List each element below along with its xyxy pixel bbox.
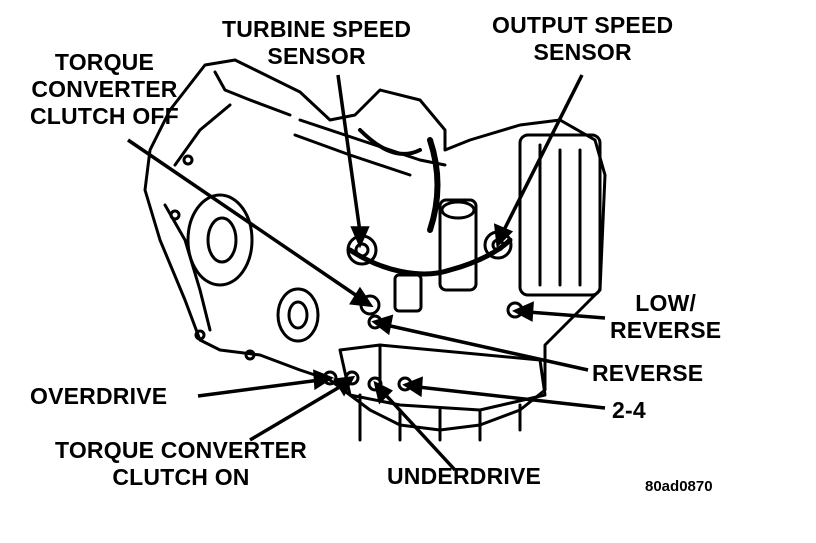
leader-overdrive bbox=[197, 378, 321, 398]
label-line: OUTPUT SPEED bbox=[492, 12, 674, 38]
label-underdrive: UNDERDRIVE bbox=[387, 463, 542, 489]
label-line: SENSOR bbox=[533, 39, 632, 65]
label-line: SENSOR bbox=[267, 43, 366, 69]
bellhousing-rib bbox=[173, 103, 232, 167]
label-turbine-speed-sensor: TURBINE SPEED SENSOR bbox=[222, 16, 411, 70]
label-line: TORQUE bbox=[54, 49, 155, 75]
input-hub bbox=[186, 193, 254, 287]
label-line: TURBINE SPEED bbox=[222, 16, 412, 42]
label-2-4: 2-4 bbox=[612, 397, 646, 423]
wiring-harness bbox=[427, 137, 441, 233]
label-line: CLUTCH OFF bbox=[30, 103, 179, 129]
bellhousing-flange bbox=[213, 70, 292, 117]
label-line: LOW/ bbox=[635, 290, 697, 316]
label-output-speed-sensor: OUTPUT SPEED SENSOR bbox=[492, 12, 673, 66]
input-hub-inner bbox=[206, 216, 238, 264]
leader-output bbox=[501, 74, 584, 233]
accumulator bbox=[438, 198, 478, 292]
leader-low-reverse bbox=[527, 310, 606, 320]
leader-turbine bbox=[336, 74, 362, 233]
figure-code: 80ad0870 bbox=[645, 478, 713, 495]
label-line: REVERSE bbox=[610, 317, 722, 343]
wiring-harness bbox=[358, 128, 422, 156]
label-low-reverse: LOW/ REVERSE bbox=[610, 290, 721, 344]
label-line: TORQUE CONVERTER bbox=[55, 437, 307, 463]
harness-connector bbox=[393, 273, 423, 313]
label-torque-converter-clutch-on: TORQUE CONVERTER CLUTCH ON bbox=[55, 437, 307, 491]
label-line: CLUTCH ON bbox=[112, 464, 250, 490]
label-reverse: REVERSE bbox=[592, 360, 704, 386]
leader-tcc-on bbox=[249, 383, 344, 442]
valve-body-lower bbox=[338, 343, 547, 412]
label-overdrive: OVERDRIVE bbox=[30, 383, 168, 409]
leader-2-4 bbox=[417, 385, 606, 410]
label-line: CONVERTER bbox=[31, 76, 178, 102]
solenoid-pack bbox=[518, 133, 602, 297]
leader-reverse bbox=[385, 323, 589, 372]
leader-underdrive bbox=[381, 390, 457, 472]
output-shaft bbox=[276, 287, 320, 343]
label-torque-converter-clutch-off: TORQUE CONVERTER CLUTCH OFF bbox=[30, 49, 179, 130]
leader-tcc-off bbox=[127, 138, 361, 300]
